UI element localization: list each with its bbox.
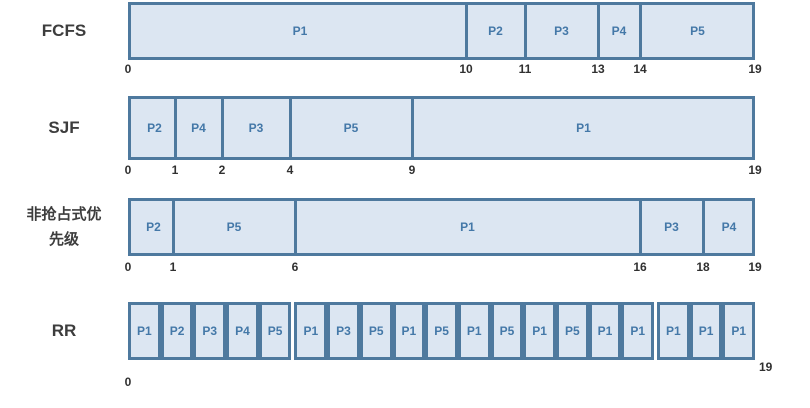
gantt-segment-priority-P3: P3 [664,220,679,234]
tick-label: 0 [124,375,132,389]
gantt-segment-fcfs-P5: P5 [690,24,705,38]
gantt-segment-rr-P2: P2 [160,302,194,360]
gantt-segment-priority-P2: P2 [146,220,161,234]
row-label-line: FCFS [41,21,87,40]
tick-label: 4 [286,163,294,177]
segment-divider [597,5,600,57]
segment-divider [639,201,642,253]
row-label-line: 先级 [48,231,79,248]
gantt-segment-fcfs-P2: P2 [488,24,503,38]
tick-label: 18 [696,260,710,274]
gantt-segment-priority-P1: P1 [460,220,475,234]
tick-label: 1 [169,260,177,274]
gantt-row-sjf: SJF P2 P4 P3 P5 P1 0 1 2 4 9 19 [0,96,810,194]
gantt-segment-rr-P5: P5 [359,302,393,360]
tick-label: 10 [459,62,473,76]
segment-divider [221,99,224,157]
gantt-segment-sjf-P3: P3 [248,121,264,135]
gantt-segment-rr-P1: P1 [588,302,622,360]
gantt-segment-rr-P3: P3 [327,302,360,360]
segment-divider [702,201,705,253]
row-label-rr: RR [0,302,128,360]
tick-label: 0 [124,62,132,76]
tick-label: 16 [633,260,647,274]
gantt-row-fcfs: FCFS P1 P2 P3 P4 P5 0 10 11 13 14 19 [0,2,810,94]
tick-label: 13 [591,62,605,76]
tick-label: 11 [518,62,532,76]
row-label-priority: 非抢占式优先级 [0,198,128,256]
gantt-segment-fcfs-P1: P1 [292,24,308,38]
segment-divider [411,99,414,157]
row-label-fcfs: FCFS [0,2,128,60]
row-label-sjf: SJF [0,96,128,160]
tick-label: 6 [291,260,299,274]
tick-label: 14 [633,62,647,76]
segment-divider [465,5,468,57]
gantt-segment-sjf-P2: P2 [147,121,162,135]
segment-divider [289,99,292,157]
tick-label: 19 [748,163,762,177]
gantt-segment-sjf-P4: P4 [191,121,206,135]
gantt-segment-rr-P4: P4 [226,302,259,360]
gantt-segment-rr-P1: P1 [689,302,723,360]
tick-label: 0 [124,260,132,274]
segment-divider [639,5,642,57]
tick-label: 19 [748,62,762,76]
gantt-bar-sjf: P2 P4 P3 P5 P1 [128,96,755,160]
gantt-segment-rr-P5: P5 [555,302,589,360]
gantt-segment-rr-P5: P5 [425,302,458,360]
gantt-segment-rr-P1: P1 [294,302,328,360]
tick-label: 9 [408,163,416,177]
gantt-segment-rr-P1: P1 [657,302,690,360]
gantt-segment-rr-P1: P1 [128,302,161,360]
gantt-segment-rr-P5: P5 [490,302,524,360]
gantt-segment-rr-P1: P1 [722,302,756,360]
gantt-segment-rr-P1: P1 [457,302,491,360]
gantt-bar-priority: P2 P5 P1 P3 P4 [128,198,755,256]
row-label-line: RR [51,321,77,340]
row-label-line: 非抢占式优 [26,206,102,223]
gantt-segment-fcfs-P3: P3 [554,24,569,38]
gantt-segment-rr-P5: P5 [258,302,292,360]
gantt-segment-rr-P1: P1 [523,302,556,360]
gantt-segment-rr-P1: P1 [621,302,654,360]
tick-label: 19 [759,360,773,374]
gantt-segment-sjf-P5: P5 [343,121,359,135]
gantt-segment-priority-P5: P5 [226,220,242,234]
gantt-segment-rr-P1: P1 [392,302,426,360]
gantt-bar-fcfs: P1 P2 P3 P4 P5 [128,2,755,60]
segment-divider [524,5,527,57]
segment-divider [294,201,297,253]
tick-label: 2 [218,163,226,177]
gantt-segment-priority-P4: P4 [721,220,737,234]
row-label-line: SJF [48,118,80,137]
tick-label: 1 [171,163,179,177]
tick-label: 19 [748,260,762,274]
gantt-segment-rr-P3: P3 [193,302,227,360]
gantt-segment-sjf-P1: P1 [576,121,591,135]
tick-label: 0 [124,163,132,177]
segment-divider [172,201,175,253]
gantt-segment-fcfs-P4: P4 [611,24,627,38]
segment-divider [174,99,177,157]
